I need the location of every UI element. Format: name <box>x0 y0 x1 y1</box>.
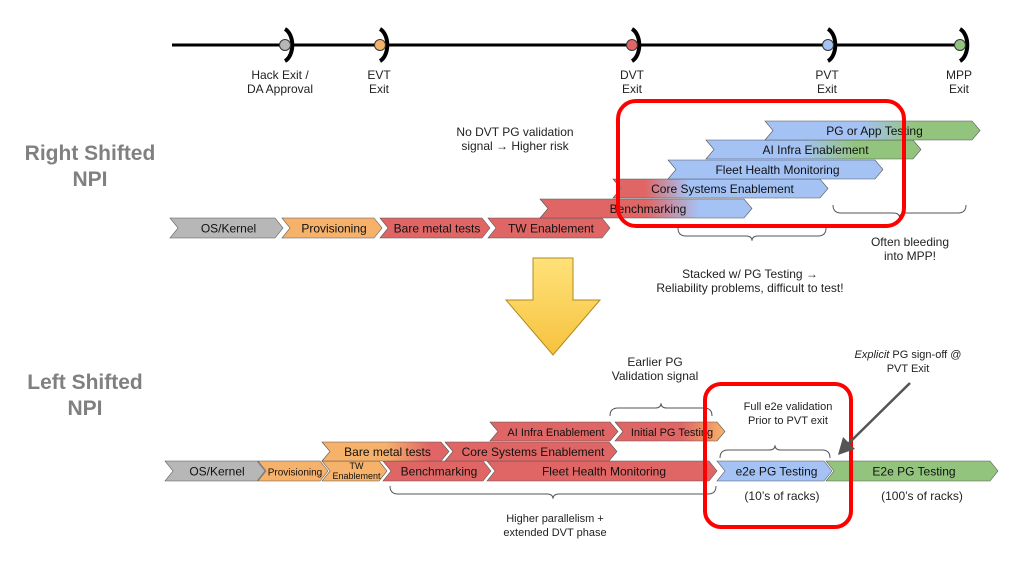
note-hundreds-of-racks: (100’s of racks) <box>881 489 963 503</box>
highlight-box-right-shifted <box>616 99 906 228</box>
note-stacked: Stacked w/ PG Testing → Reliability prob… <box>656 267 844 295</box>
milestone-label-evt: EVT Exit <box>367 68 391 96</box>
rs-bar-bare-metal-tests-label: Bare metal tests <box>394 222 481 236</box>
note-explicit-rest: PG sign-off @ PVT Exit <box>886 349 962 375</box>
ls-bar-provisioning-label: Provisioning <box>268 468 322 479</box>
rs-bar-provisioning-label: Provisioning <box>301 222 366 236</box>
milestone-bracket-dvt <box>630 27 642 63</box>
ls-bar-bare-metal-tests-shape <box>321 441 450 462</box>
note-full-e2e: Full e2e validation Prior to PVT exit <box>743 401 833 427</box>
milestone-marker-mpp <box>954 39 966 51</box>
left-shifted-title: Left Shifted <box>27 371 143 394</box>
milestone-label-mpp: MPP Exit <box>945 68 972 96</box>
right-shifted-subtitle: NPI <box>72 168 108 191</box>
ls-bar-core-systems-enablement-label: Core Systems Enablement <box>462 445 605 459</box>
pointer-arrow-line <box>846 382 911 446</box>
ls-bar-e2e-pg-testing-label: e2e PG Testing <box>736 465 818 479</box>
ls-bar-fleet-health-monitoring-shape <box>486 460 718 482</box>
ls-bar-core-systems-enablement-shape <box>444 441 618 462</box>
rs-bar-pg-or-app-testing-shape <box>764 120 981 141</box>
ls-bar-initial-pg-testing-label: Initial PG Testing <box>631 427 713 439</box>
highlight-box-left-shifted <box>703 382 853 529</box>
ls-bar-e2e-pg-testing-shape <box>825 460 999 482</box>
ls-bar-e2e-pg-testing-shape <box>716 460 833 482</box>
note-bleeding: Often bleeding into MPP! <box>870 235 950 263</box>
milestone-marker-dvt <box>626 39 638 51</box>
brace-earlier-pg <box>609 403 713 417</box>
milestone-marker-hack-exit <box>279 39 291 51</box>
rs-bar-benchmarking-shape <box>539 198 753 219</box>
milestone-bracket-pvt <box>826 27 838 63</box>
rs-bar-ai-infra-enablement-label: AI Infra Enablement <box>762 143 869 157</box>
milestone-marker-pvt <box>822 39 834 51</box>
milestone-label-dvt: DVT Exit <box>620 68 644 96</box>
milestone-marker-evt <box>374 39 386 51</box>
pointer-arrow-head <box>838 437 855 455</box>
note-explicit-em: Explicit <box>854 349 890 361</box>
rs-bar-os-kernel-label: OS/Kernel <box>201 222 256 236</box>
left-shifted-subtitle: NPI <box>67 397 103 420</box>
rs-bar-pg-or-app-testing-label: PG or App Testing <box>826 124 923 138</box>
milestone-bracket-mpp <box>958 27 970 63</box>
ls-bar-bare-metal-tests-label: Bare metal tests <box>344 445 431 459</box>
rs-bar-fleet-health-monitoring-shape <box>667 159 884 180</box>
milestone-bracket-evt <box>378 27 390 63</box>
rs-bar-os-kernel-shape <box>169 217 284 239</box>
ls-bar-e2e-pg-testing-label: E2e PG Testing <box>872 465 955 479</box>
rs-bar-bare-metal-tests-shape <box>379 217 491 239</box>
ls-bar-os-kernel-label: OS/Kernel <box>189 465 244 479</box>
note-higher-parallelism: Higher parallelism + extended DVT phase <box>503 513 607 539</box>
ls-bar-initial-pg-testing-shape <box>614 421 726 442</box>
ls-bar-ai-infra-enablement-shape <box>489 421 619 442</box>
rs-bar-core-systems-enablement-label: Core Systems Enablement <box>651 182 794 196</box>
brace-full-e2e <box>719 445 831 459</box>
rs-bar-fleet-health-monitoring-label: Fleet Health Monitoring <box>715 163 839 177</box>
brace-bleeding <box>832 204 967 218</box>
rs-bar-benchmarking-label: Benchmarking <box>610 202 687 216</box>
ls-bar-ai-infra-enablement-label: AI Infra Enablement <box>507 427 604 439</box>
note-earlier-pg: Earlier PG Validation signal <box>611 355 699 383</box>
ls-bar-fleet-health-monitoring-label: Fleet Health Monitoring <box>542 465 666 479</box>
brace-stacked <box>677 227 827 241</box>
milestone-bracket-hack-exit <box>283 27 295 63</box>
rs-bar-tw-enablement-label: TW Enablement <box>508 222 595 236</box>
right-shifted-title: Right Shifted <box>24 142 156 165</box>
shift-down-arrow <box>504 257 602 356</box>
rs-bar-provisioning-shape <box>281 217 383 239</box>
ls-bar-benchmarking-label: Benchmarking <box>401 465 478 479</box>
brace-parallelism <box>389 485 717 499</box>
note-explicit-signoff: Explicit PG sign-off @ PVT Exit <box>838 348 978 376</box>
ls-bar-os-kernel-shape <box>164 460 266 482</box>
milestone-label-hack-exit: Hack Exit / DA Approval <box>246 68 314 96</box>
ls-bar-provisioning-shape <box>257 460 329 482</box>
note-tens-of-racks: (10’s of racks) <box>744 489 820 503</box>
milestone-label-pvt: PVT Exit <box>815 68 839 96</box>
note-no-dvt: No DVT PG validation signal → Higher ris… <box>456 125 574 153</box>
